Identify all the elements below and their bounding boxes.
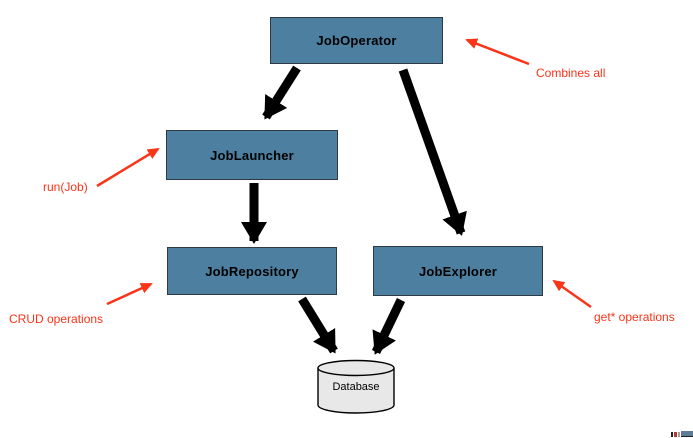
corner-logo-segment [674,432,677,437]
arrow-jobexplorer-to-database [371,298,406,355]
annotation-crud-operations: CRUD operations [9,312,104,326]
arrow-joboperator-to-joblauncher [262,65,301,120]
node-jobrepository-label: JobRepository [205,263,299,279]
database-cylinder-shape [317,359,395,414]
annotation-get-operations: get* operations [594,310,675,324]
corner-logo-segment [681,431,693,437]
node-joblauncher: JobLauncher [166,130,338,180]
annotation-arrow-run-job [96,147,160,188]
node-joblauncher-label: JobLauncher [210,147,294,163]
annotation-arrow-combines-all [465,38,530,66]
node-joboperator-label: JobOperator [316,33,397,48]
arrow-jobrepository-to-database [298,296,338,354]
node-jobexplorer-label: JobExplorer [418,263,498,279]
corner-logo-segment [671,432,673,437]
annotation-run-job: run(Job) [43,180,88,194]
annotation-arrow-get-operations [552,279,592,309]
annotation-arrow-crud-operations [106,282,153,306]
arrow-joboperator-to-jobexplorer [398,68,467,236]
annotation-combines-all: Combines all [536,66,606,80]
database-label: Database [332,381,380,393]
node-joboperator: JobOperator [270,17,443,64]
corner-logo-fragment [671,431,693,437]
node-jobexplorer: JobExplorer [373,246,543,296]
corner-logo-segment [678,432,680,437]
node-jobrepository: JobRepository [167,247,337,295]
database-cylinder: Database [316,359,396,415]
